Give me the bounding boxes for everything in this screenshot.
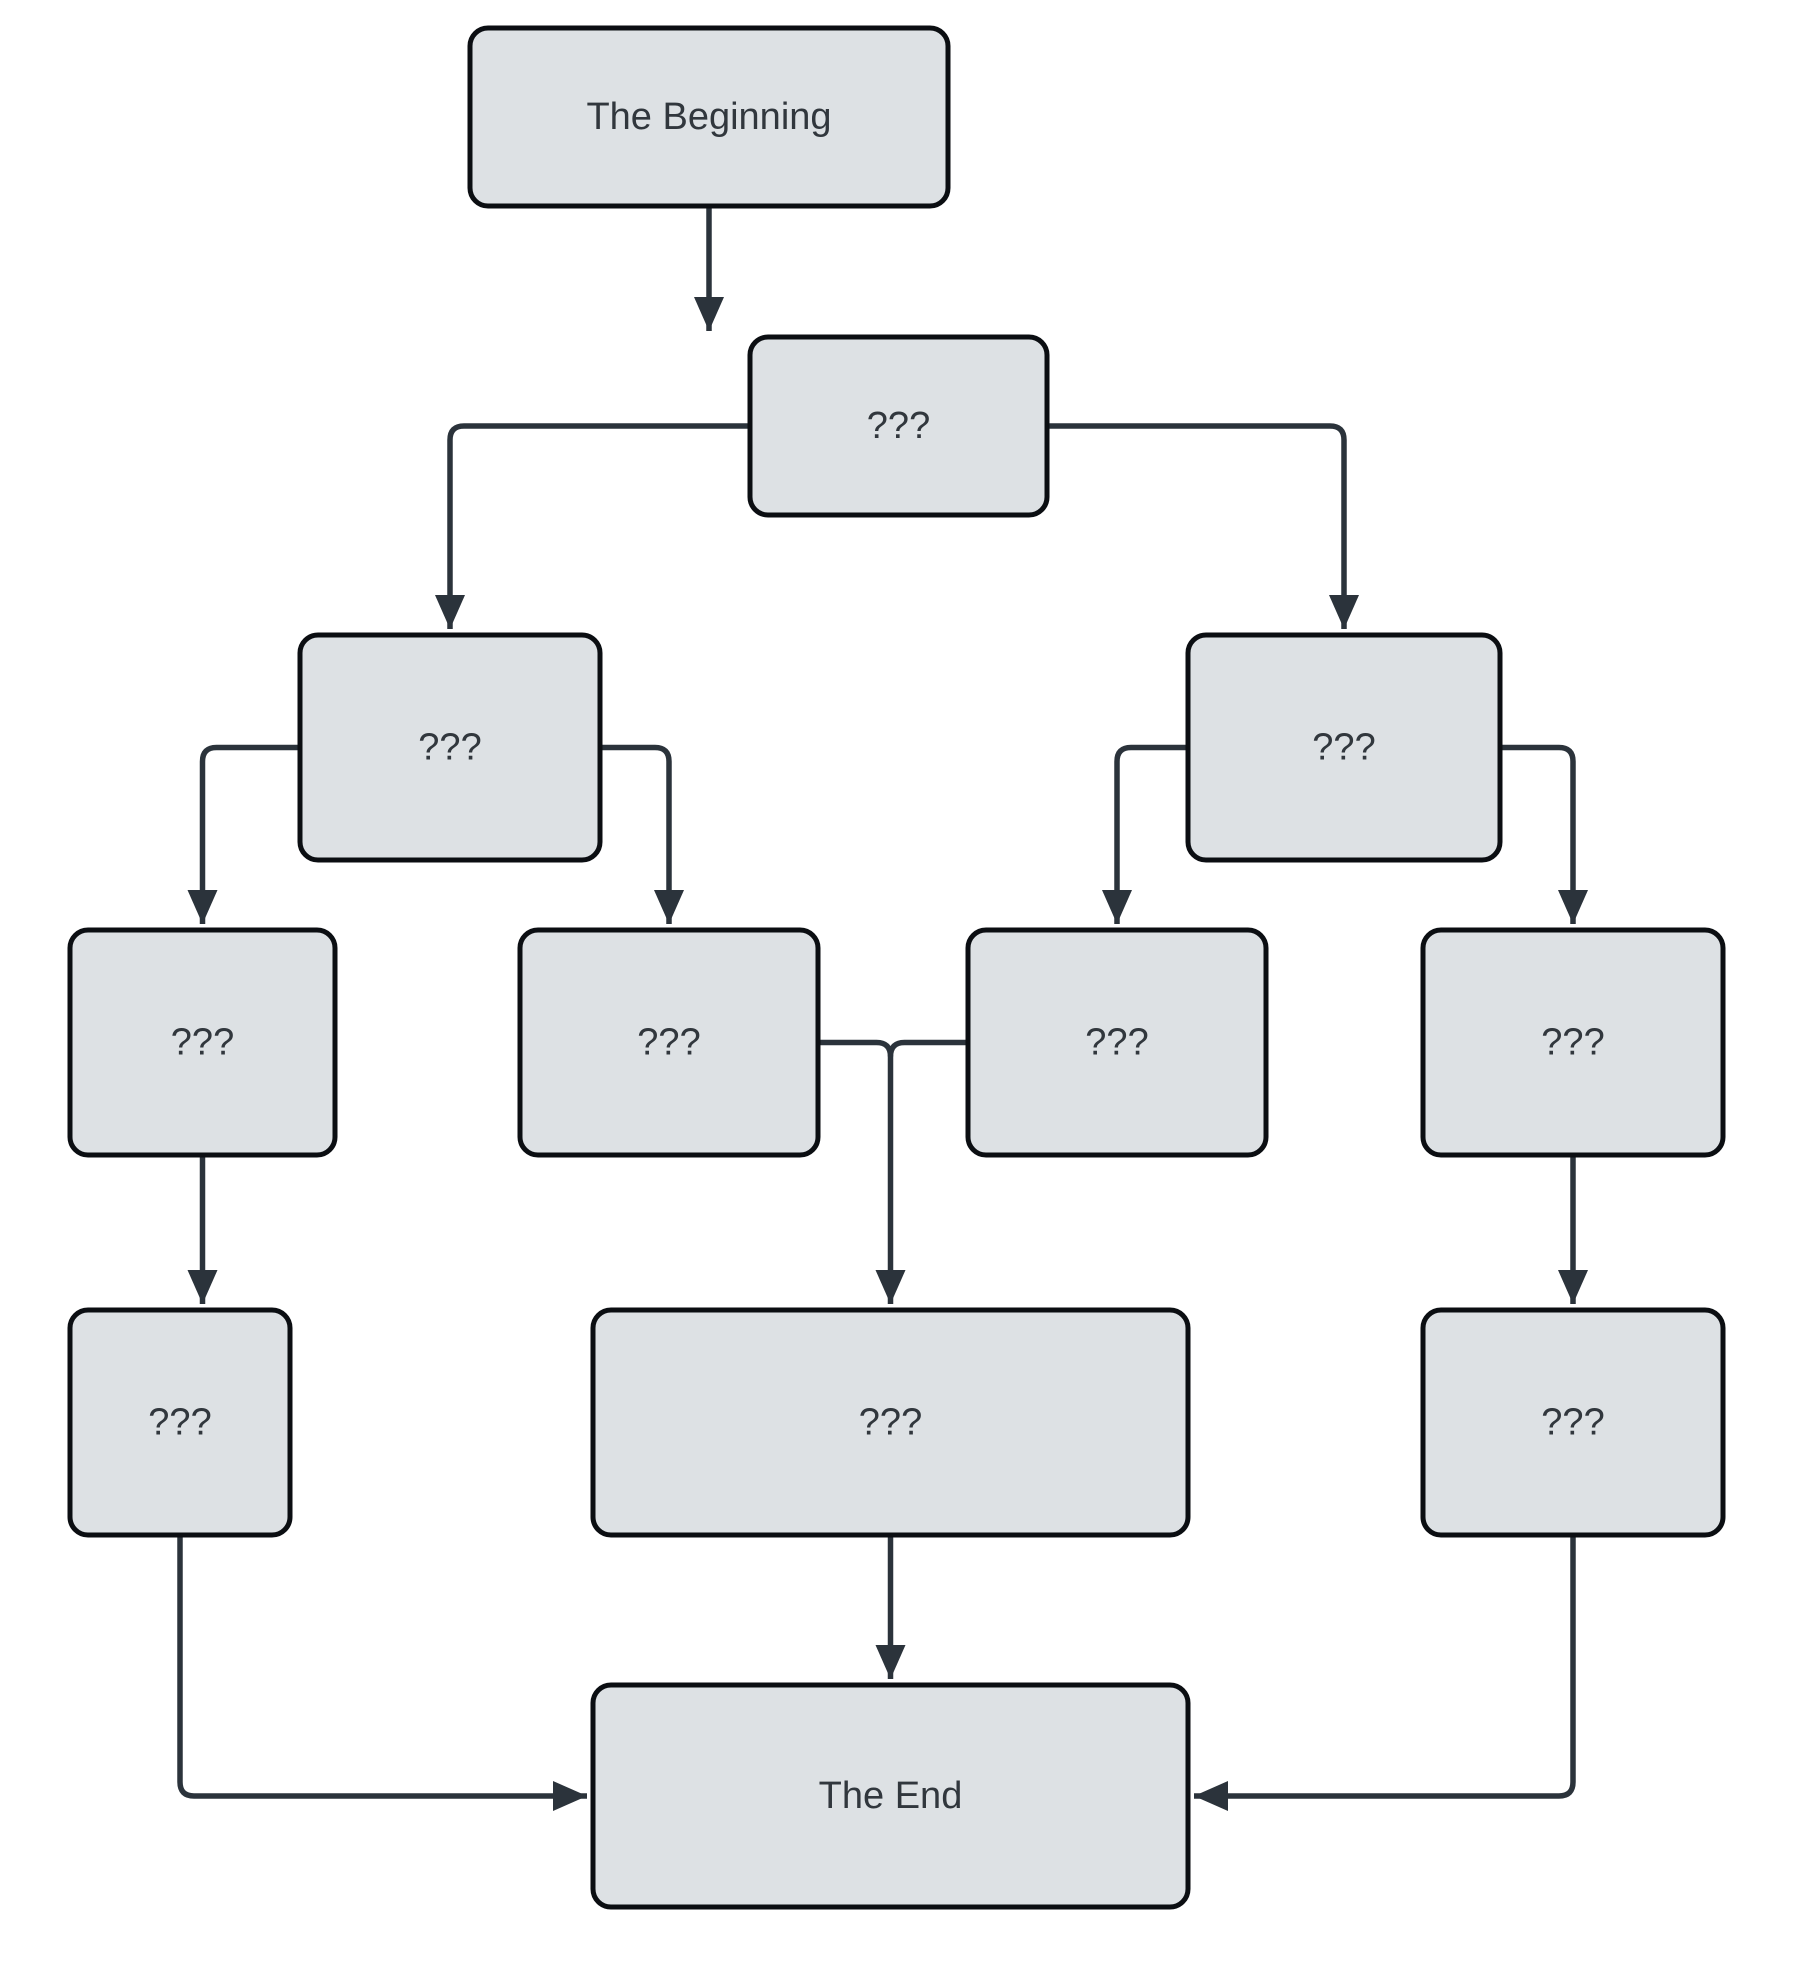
edge-arrowhead <box>187 890 218 924</box>
node-box[interactable] <box>67 1307 293 1538</box>
node-label: ??? <box>867 405 930 447</box>
node-label: ??? <box>148 1402 211 1444</box>
edge-arrowhead <box>1558 890 1588 924</box>
edge-arrowhead <box>187 1270 218 1304</box>
edge-e9 <box>818 1039 894 1304</box>
node-box[interactable] <box>965 927 1269 1158</box>
flow-node-n3[interactable]: ??? <box>297 632 603 863</box>
node-box[interactable] <box>747 334 1050 518</box>
flow-node-n10[interactable]: ??? <box>590 1307 1191 1538</box>
edge-e12 <box>177 1535 587 1799</box>
node-label: ??? <box>1541 1022 1604 1064</box>
node-label: The Beginning <box>586 96 831 138</box>
edge-arrowhead <box>1102 890 1132 924</box>
edge-e7 <box>1500 744 1576 924</box>
flow-node-n8[interactable]: ??? <box>1420 927 1726 1158</box>
edge-e4 <box>199 744 300 924</box>
edge-e10 <box>887 1039 968 1057</box>
edge-arrowhead <box>1194 1781 1228 1811</box>
node-box[interactable] <box>467 25 951 209</box>
flow-node-n1[interactable]: The Beginning <box>467 25 951 209</box>
node-label: ??? <box>1312 727 1375 769</box>
flow-node-n4[interactable]: ??? <box>1185 632 1503 863</box>
node-label: ??? <box>859 1402 922 1444</box>
edge-e5 <box>600 744 672 924</box>
node-box[interactable] <box>517 927 821 1158</box>
node-box[interactable] <box>1420 1307 1726 1538</box>
edge-e6 <box>1114 744 1188 924</box>
flow-node-n9[interactable]: ??? <box>67 1307 293 1538</box>
node-box[interactable] <box>590 1307 1191 1538</box>
flow-node-n5[interactable]: ??? <box>67 927 338 1158</box>
flow-node-n2[interactable]: ??? <box>747 334 1050 518</box>
edge-arrowhead <box>875 1645 906 1679</box>
edge-arrowhead <box>553 1781 587 1811</box>
flow-node-n12[interactable]: The End <box>590 1682 1191 1910</box>
flow-node-n7[interactable]: ??? <box>965 927 1269 1158</box>
node-box[interactable] <box>1420 927 1726 1158</box>
node-label: ??? <box>1085 1022 1148 1064</box>
edge-e3 <box>1047 423 1347 629</box>
flow-node-n6[interactable]: ??? <box>517 927 821 1158</box>
nodes-layer: The Beginning???????????????????????????… <box>67 25 1726 1910</box>
flow-node-n11[interactable]: ??? <box>1420 1307 1726 1538</box>
edge-arrowhead <box>654 890 684 924</box>
node-label: ??? <box>637 1022 700 1064</box>
edge-arrowhead <box>435 595 465 629</box>
node-box[interactable] <box>297 632 603 863</box>
edge-arrowhead <box>875 1270 906 1304</box>
node-label: ??? <box>1541 1402 1604 1444</box>
node-box[interactable] <box>67 927 338 1158</box>
node-label: ??? <box>418 727 481 769</box>
node-label: ??? <box>171 1022 234 1064</box>
edge-e14 <box>1194 1535 1576 1799</box>
node-box[interactable] <box>1185 632 1503 863</box>
edge-arrowhead <box>694 297 724 331</box>
edge-arrowhead <box>1558 1270 1588 1304</box>
node-label: The End <box>819 1775 963 1817</box>
edge-arrowhead <box>1329 595 1359 629</box>
edges-layer <box>177 206 1588 1811</box>
node-box[interactable] <box>590 1682 1191 1910</box>
edge-e2 <box>447 423 750 629</box>
